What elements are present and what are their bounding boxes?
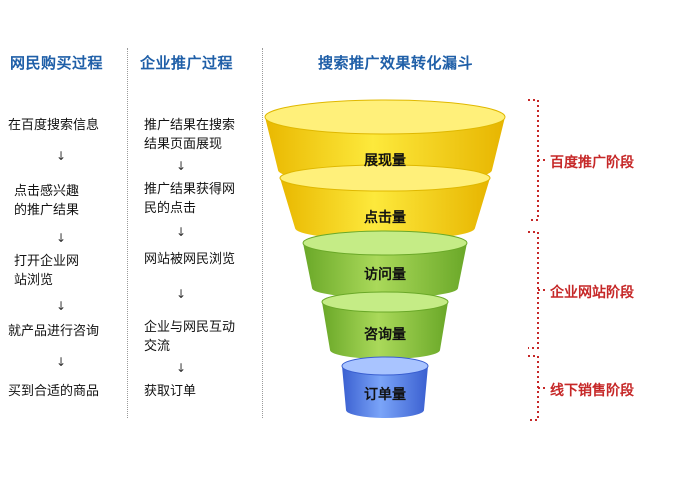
arrow-down-icon: ↓: [56, 149, 67, 163]
phase-label-baidu: 百度推广阶段: [550, 155, 634, 171]
funnel-stage-orders: [341, 356, 429, 418]
column-title-enterprise-process: 企业推广过程: [140, 54, 234, 72]
bracket-offline-phase: [528, 355, 546, 421]
enterprise-step-5: 获取订单: [144, 384, 197, 399]
user-step-3: 打开企业网 站浏览: [14, 254, 80, 288]
arrow-down-icon: ↓: [176, 287, 187, 301]
arrow-down-icon: ↓: [56, 355, 67, 369]
funnel-label-visits: 访问量: [364, 267, 406, 283]
arrow-down-icon: ↓: [56, 231, 67, 245]
enterprise-step-1: 推广结果在搜索 结果页面展现: [144, 118, 236, 152]
funnel-stage-clicks: [279, 164, 491, 240]
bracket-baidu-phase: [528, 99, 546, 221]
column-title-user-process: 网民购买过程: [10, 54, 104, 72]
arrow-down-icon: ↓: [176, 159, 187, 173]
funnel-stage-inquiries: [321, 291, 449, 359]
user-step-5: 买到合适的商品: [8, 384, 100, 399]
column-title-conversion-funnel: 搜索推广效果转化漏斗: [318, 54, 474, 72]
arrow-down-icon: ↓: [56, 299, 67, 313]
arrow-down-icon: ↓: [176, 225, 187, 239]
funnel-label-clicks: 点击量: [364, 210, 406, 226]
divider-left: [127, 48, 128, 418]
user-step-2: 点击感兴趣 的推广结果: [14, 184, 80, 218]
funnel-label-orders: 订单量: [364, 387, 406, 403]
enterprise-step-2: 推广结果获得网 民的点击: [144, 182, 236, 216]
enterprise-step-4: 企业与网民互动 交流: [144, 320, 236, 354]
divider-right: [262, 48, 263, 418]
phase-label-website: 企业网站阶段: [550, 285, 634, 301]
enterprise-step-3: 网站被网民浏览: [144, 252, 236, 267]
funnel-label-inquiries: 咨询量: [364, 327, 406, 343]
arrow-down-icon: ↓: [176, 361, 187, 375]
phase-label-offline: 线下销售阶段: [550, 383, 634, 399]
funnel-stage-visits: [302, 230, 468, 298]
user-step-1: 在百度搜索信息: [8, 118, 100, 133]
funnel-label-impressions: 展现量: [364, 153, 406, 169]
bracket-website-phase: [528, 231, 546, 349]
user-step-4: 就产品进行咨询: [8, 324, 100, 339]
